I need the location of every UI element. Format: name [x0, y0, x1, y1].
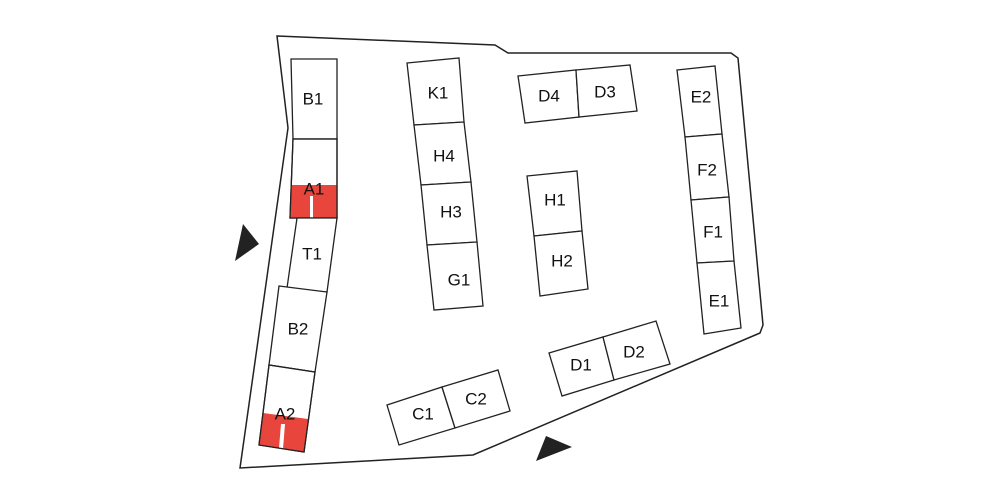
booth-c2[interactable]: C2	[441, 369, 511, 429]
reserved-stripe	[310, 196, 313, 218]
booth-label: C1	[412, 404, 434, 423]
booth-label: C2	[465, 389, 487, 408]
booth-d4[interactable]: D4	[517, 69, 580, 124]
booth-outline[interactable]	[533, 230, 589, 297]
booth-h3[interactable]: H3	[420, 181, 478, 246]
booth-outline[interactable]	[441, 369, 511, 429]
booth-label: A1	[304, 179, 325, 198]
booth-d2[interactable]: D2	[602, 320, 671, 381]
booth-label: B2	[288, 319, 309, 338]
booth-label: H4	[433, 146, 455, 165]
booth-e2[interactable]: E2	[676, 65, 723, 138]
booth-d1[interactable]: D1	[548, 336, 615, 397]
booth-label: D3	[594, 82, 616, 101]
booth-label: H3	[440, 202, 462, 221]
booth-label: F1	[703, 222, 723, 241]
booth-label: T1	[302, 244, 322, 263]
booth-label: D4	[538, 86, 560, 105]
booth-b2[interactable]: B2	[268, 285, 328, 373]
booth-label: H2	[551, 251, 573, 270]
booth-label: D2	[623, 342, 645, 361]
booth-label: G1	[448, 270, 471, 289]
booth-outline[interactable]	[696, 260, 742, 335]
booth-a2[interactable]: A2	[258, 364, 316, 453]
booth-t1[interactable]: T1	[286, 217, 338, 293]
west-entrance-arrow-icon	[235, 224, 259, 261]
booth-b1[interactable]: B1	[290, 58, 338, 140]
booth-outline[interactable]	[575, 64, 638, 118]
booth-k1[interactable]: K1	[406, 57, 465, 126]
booth-h1[interactable]: H1	[526, 170, 583, 237]
booth-label: A2	[275, 404, 296, 423]
booth-c1[interactable]: C1	[386, 386, 456, 446]
booth-d3[interactable]: D3	[575, 64, 638, 118]
booth-label: H1	[544, 190, 566, 209]
booth-e1[interactable]: E1	[696, 260, 742, 335]
booth-a1[interactable]: A1	[289, 138, 338, 219]
booth-label: F2	[697, 160, 717, 179]
booth-g1[interactable]: G1	[426, 241, 484, 311]
booth-label: B1	[303, 89, 324, 108]
reserved-marker	[290, 185, 337, 218]
venue-outline	[239, 35, 764, 469]
booth-border	[258, 364, 316, 453]
booth-label: K1	[428, 83, 449, 102]
booth-outline[interactable]	[426, 241, 484, 311]
south-entrance-arrow-icon	[536, 436, 572, 461]
booth-f1[interactable]: F1	[690, 196, 735, 264]
booth-label: D1	[570, 355, 592, 374]
booth-label: E2	[691, 87, 712, 106]
booth-h2[interactable]: H2	[533, 230, 589, 297]
booth-label: E1	[709, 291, 730, 310]
booth-f2[interactable]: F2	[684, 133, 730, 201]
booth-h4[interactable]: H4	[413, 121, 472, 186]
booth-outline[interactable]	[602, 320, 671, 381]
reserved-stripe	[279, 424, 285, 449]
